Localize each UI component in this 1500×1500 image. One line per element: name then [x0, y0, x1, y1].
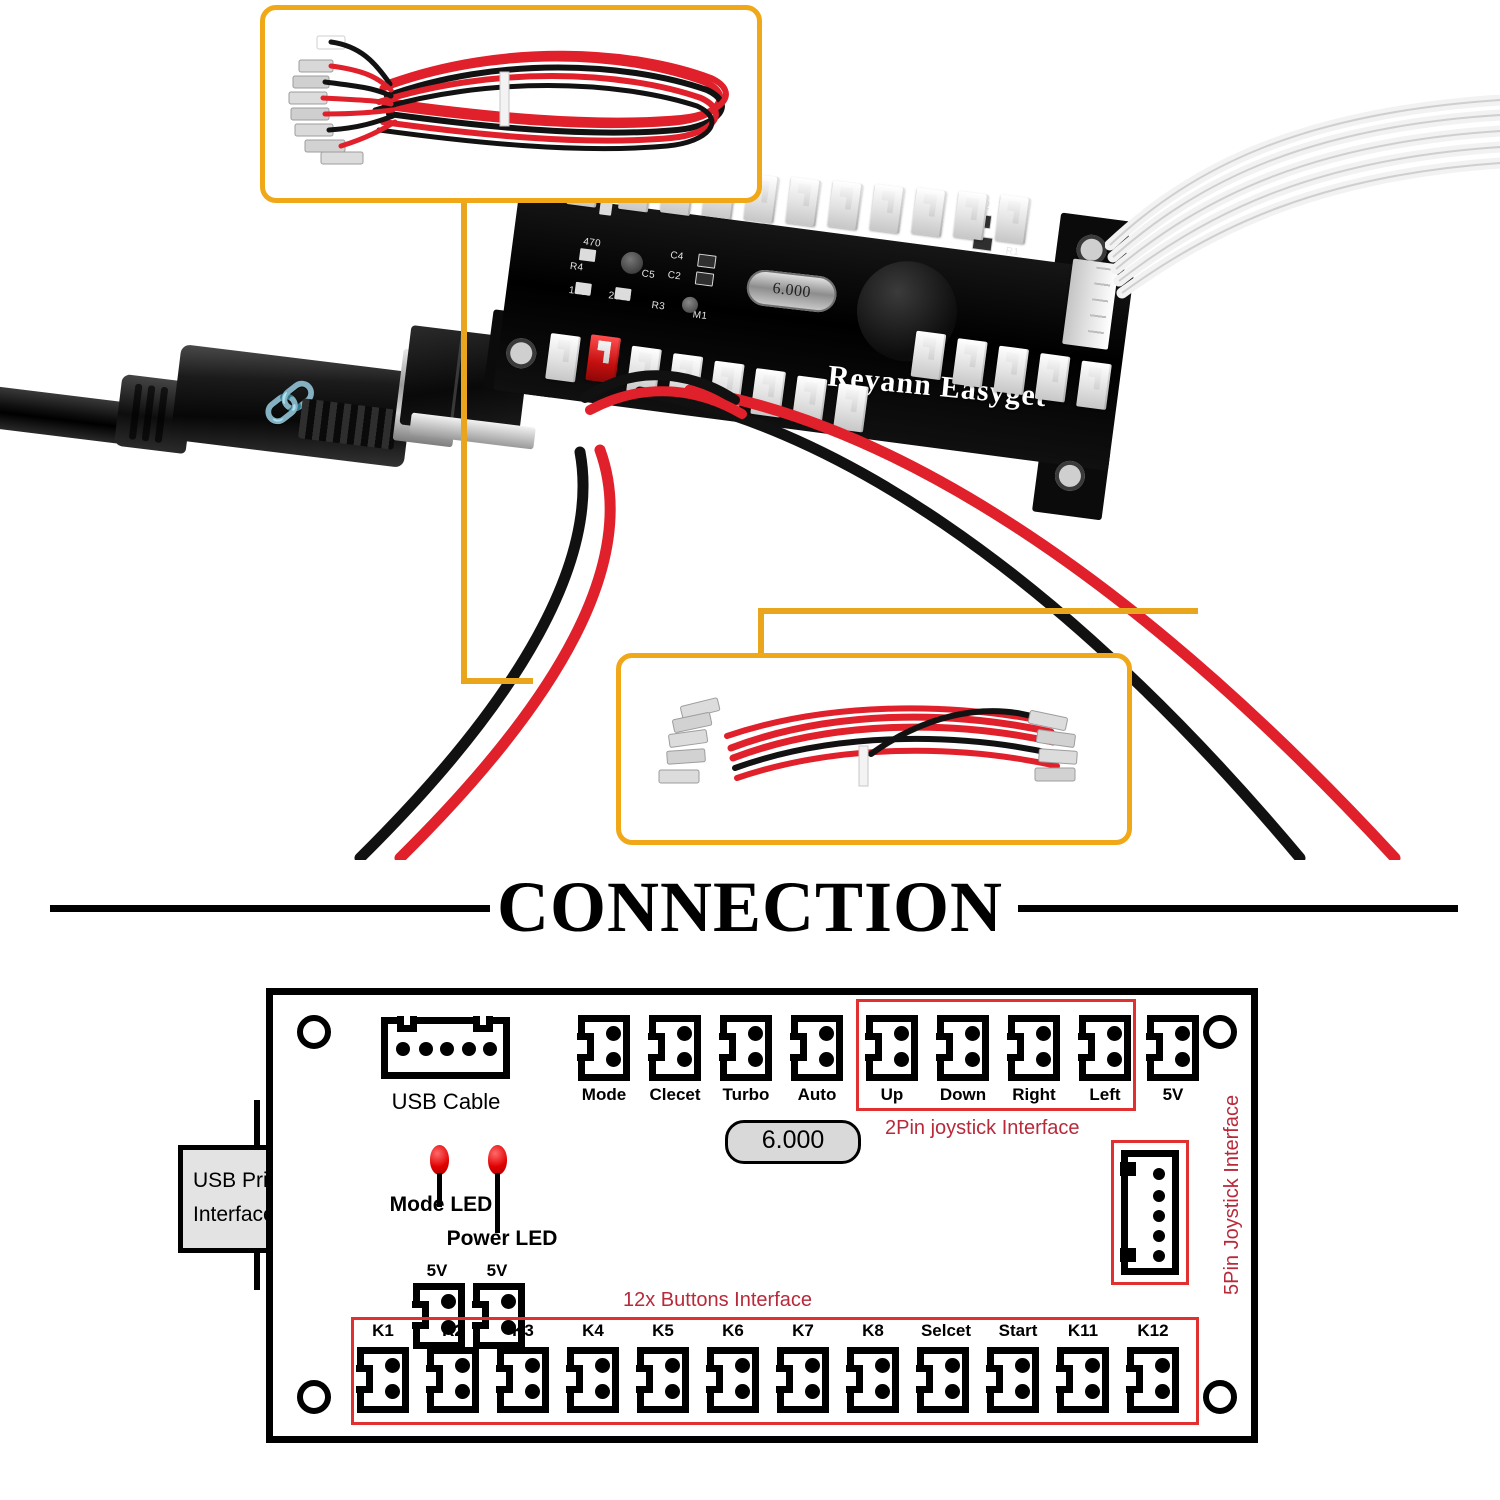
button-connector-k11: [1056, 1347, 1109, 1413]
led-5v-label-2: 5V: [486, 1261, 508, 1280]
led-5v-label-1: 5V: [426, 1261, 448, 1280]
connector-left: [1078, 1015, 1131, 1081]
printer-label-line2: Interface: [193, 1203, 275, 1226]
2pin-joystick-group-frame: [856, 999, 1136, 1111]
wire-harness-photo-top: [288, 35, 729, 165]
power-led-leg: [495, 1173, 500, 1233]
led-5v-connector-1: [412, 1283, 465, 1349]
5pin-joystick-group-label: 5Pin Joystick Interface: [1221, 1094, 1243, 1295]
button-connector-k8: [846, 1347, 899, 1413]
buttons-group-frame: [351, 1317, 1199, 1425]
mode-led-icon: [430, 1145, 449, 1175]
button-label-k11: K11: [1067, 1321, 1099, 1340]
button-connector-k1: [356, 1347, 409, 1413]
callout-leader-bottom-horizontal: [758, 608, 1198, 614]
mounting-hole: [297, 1380, 331, 1414]
connector-clecet: [648, 1015, 701, 1081]
button-connector-k2: [426, 1347, 479, 1413]
page-title: CONNECTION: [496, 867, 1004, 947]
connector-label-mode: Mode: [581, 1085, 627, 1104]
button-label-k5: K5: [652, 1321, 674, 1340]
led-5v-connector-2: [472, 1283, 525, 1349]
connector-label-5v-top: 5V: [1162, 1085, 1184, 1104]
callout-leader-top-horizontal: [461, 678, 533, 684]
mounting-hole: [297, 1015, 331, 1049]
usb-cable-connector: [381, 1016, 510, 1079]
button-label-k4: K4: [582, 1321, 604, 1340]
button-label-k12: K12: [1137, 1321, 1169, 1340]
button-label-k2: K2: [442, 1321, 464, 1340]
title-rule-left: [50, 905, 490, 912]
connector-up: [865, 1015, 918, 1081]
power-led-icon: [488, 1145, 507, 1175]
button-label-k8: K8: [862, 1321, 884, 1340]
connector-label-up: Up: [880, 1085, 904, 1104]
callout-leader-top-vertical: [461, 196, 467, 684]
product-photo-area: 🔗 6.000 Reyann Easyget 470 R4 C5 C4 C2 1…: [0, 0, 1500, 860]
buttons-group-label: 12x Buttons Interface: [623, 1289, 813, 1311]
callout-box-button-harness: [616, 653, 1132, 845]
usb-cable-label: USB Cable: [391, 1089, 501, 1114]
callout-leader-bottom-vertical: [758, 608, 764, 660]
button-connector-selcet: [916, 1347, 969, 1413]
wire-harness-photo-bottom: [658, 697, 1078, 787]
connector-label-auto: Auto: [797, 1085, 837, 1104]
board-pinout-diagram: USB Cable 6.000 Mode LED Power LED 5V 5V…: [266, 988, 1258, 1443]
connector-mode: [577, 1015, 630, 1081]
connector-label-left: Left: [1089, 1085, 1121, 1104]
button-connector-k3: [496, 1347, 549, 1413]
button-connector-k7: [776, 1347, 829, 1413]
connector-turbo: [719, 1015, 772, 1081]
joystick-ribbon-wires: [1105, 95, 1500, 299]
power-led-label: Power LED: [446, 1227, 558, 1250]
section-title-row: CONNECTION: [0, 855, 1500, 965]
button-connector-k12: [1126, 1347, 1179, 1413]
connector-label-clecet: Clecet: [649, 1085, 701, 1104]
2pin-joystick-group-label: 2Pin joystick Interface: [885, 1117, 1080, 1139]
connector-label-right: Right: [1012, 1085, 1056, 1104]
button-label-k3: K3: [512, 1321, 534, 1340]
connector-label-down: Down: [939, 1085, 987, 1104]
connector-right: [1007, 1015, 1060, 1081]
5pin-joystick-group-frame: [1111, 1140, 1189, 1285]
connector-5v-top: [1146, 1015, 1199, 1081]
button-label-selcet: Selcet: [920, 1321, 972, 1340]
button-connector-start: [986, 1347, 1039, 1413]
callout-box-2pin-harness: [260, 5, 762, 203]
mounting-hole: [1203, 1015, 1237, 1049]
title-rule-right: [1018, 905, 1458, 912]
mounting-hole: [1203, 1380, 1237, 1414]
button-label-start: Start: [998, 1321, 1038, 1340]
connector-auto: [790, 1015, 843, 1081]
button-label-k6: K6: [722, 1321, 744, 1340]
button-label-k1: K1: [372, 1321, 394, 1340]
button-connector-k5: [636, 1347, 689, 1413]
button-connector-k6: [706, 1347, 759, 1413]
button-label-k7: K7: [792, 1321, 814, 1340]
connected-wires: [354, 370, 1401, 860]
mode-led-label: Mode LED: [389, 1193, 493, 1216]
connector-label-turbo: Turbo: [722, 1085, 770, 1104]
mode-led-leg: [437, 1173, 442, 1207]
crystal-oscillator-label: 6.000: [725, 1120, 861, 1164]
connector-down: [936, 1015, 989, 1081]
5pin-joystick-connector: [1120, 1150, 1179, 1275]
button-connector-k4: [566, 1347, 619, 1413]
